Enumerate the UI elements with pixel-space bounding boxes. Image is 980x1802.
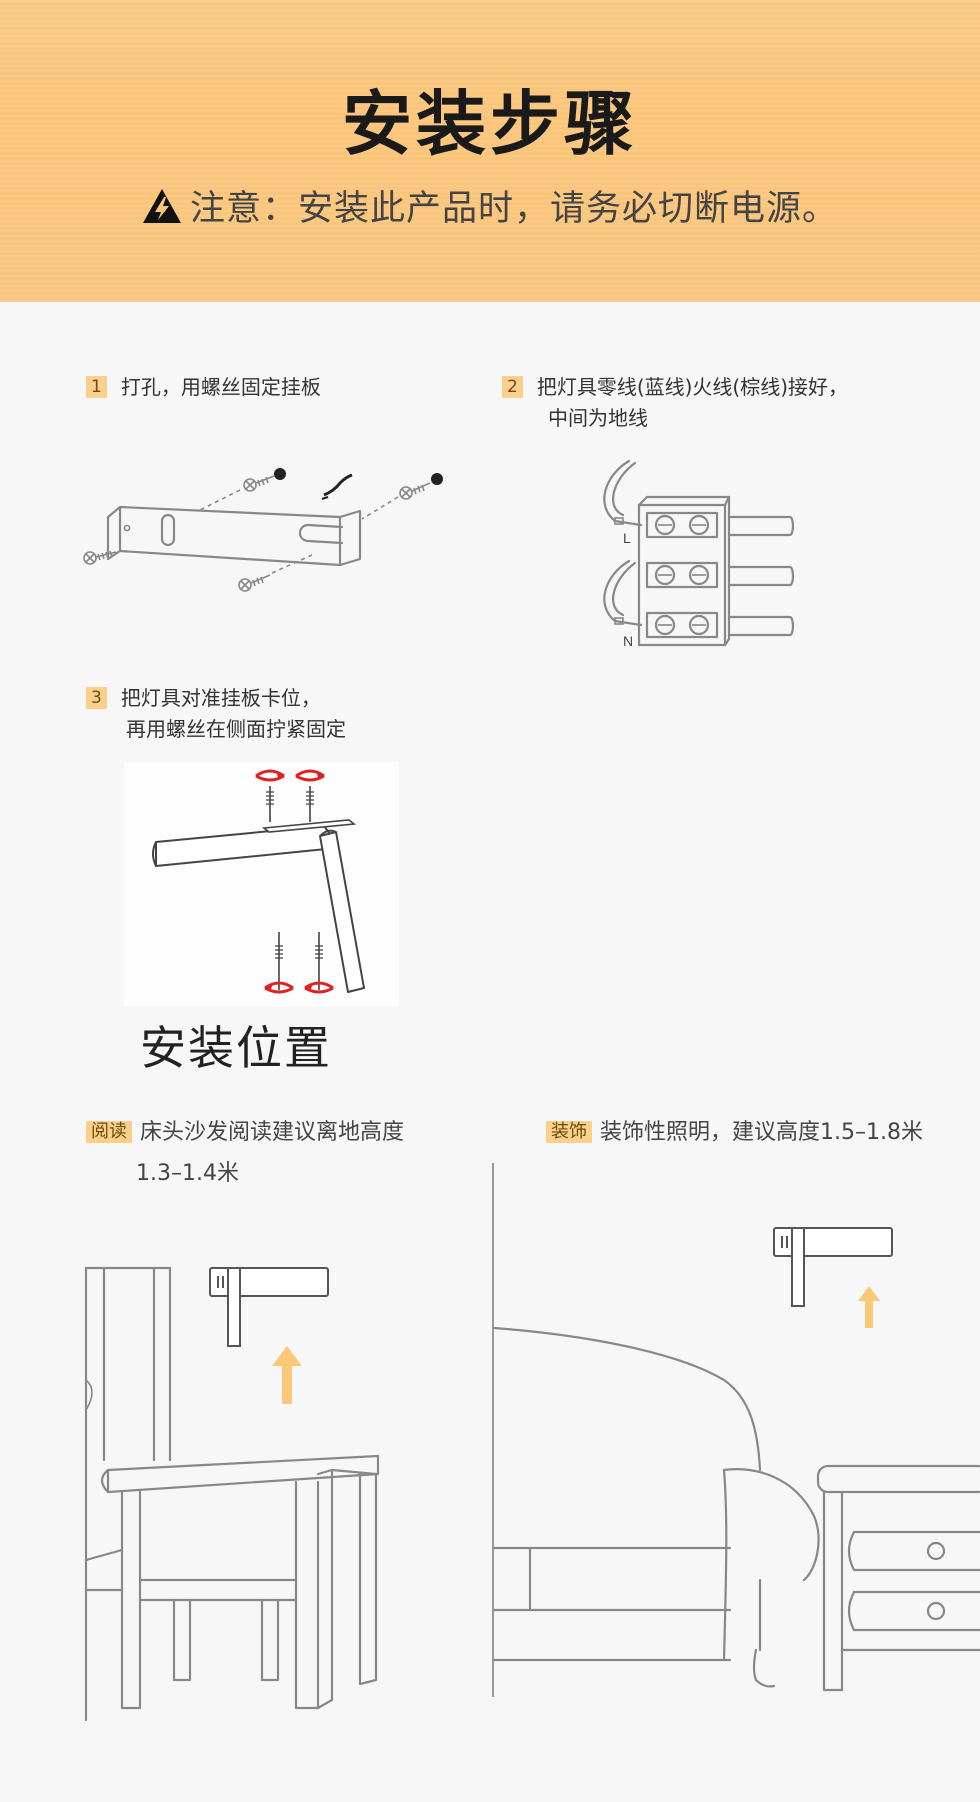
step-3-illustration	[124, 762, 399, 1007]
screw-top-right	[361, 473, 443, 520]
safety-notice-text: 注意：安装此产品时，请务必切断电源。	[189, 189, 838, 229]
safety-notice: 注意：安装此产品时，请务必切断电源。	[0, 180, 980, 233]
warning-icon	[142, 188, 182, 233]
terminal-row-2	[645, 561, 719, 589]
reading-text-line1: 床头沙发阅读建议离地高度	[140, 1120, 405, 1145]
screw-left	[83, 550, 117, 565]
decor-badge: 装饰	[546, 1121, 592, 1143]
step-3-text-line1: 把灯具对准挂板卡位，	[120, 686, 321, 710]
section-divider	[492, 1163, 494, 1697]
decor-text: 装饰性照明，建议高度1.5–1.8米	[600, 1120, 923, 1145]
header-banner: 安装步骤 注意：安装此产品时，请务必切断电源。	[0, 0, 980, 302]
screw-bottom-2	[304, 932, 334, 994]
wire	[321, 473, 353, 500]
sofa-scene	[492, 1326, 980, 1692]
decor-heading: 装饰装饰性照明，建议高度1.5–1.8米	[546, 1112, 923, 1153]
screw-bottom	[238, 554, 313, 592]
step-2-text-line1: 把灯具零线(蓝线)火线(棕线)接好，	[536, 375, 849, 399]
header-texture	[0, 0, 980, 302]
wall-lamp-reading	[209, 1267, 329, 1347]
step-3-heading: 3 把灯具对准挂板卡位， 再用螺丝在侧面拧紧固定	[86, 683, 346, 745]
up-arrow-reading	[272, 1346, 302, 1404]
live-label: L	[623, 530, 631, 546]
bedside-scene	[84, 1266, 380, 1722]
neutral-label: N	[623, 633, 633, 649]
step-2-heading: 2 把灯具零线(蓝线)火线(棕线)接好， 中间为地线	[502, 372, 848, 434]
step-2-badge: 2	[502, 376, 523, 398]
position-title: 安装位置	[140, 1021, 332, 1075]
screw-top-2	[295, 769, 325, 822]
reading-text-line2: 1.3–1.4米	[136, 1161, 239, 1186]
step-1-illustration	[83, 468, 443, 592]
reading-badge: 阅读	[86, 1121, 132, 1143]
terminal-row-3	[645, 611, 719, 639]
reading-heading: 阅读床头沙发阅读建议离地高度 1.3–1.4米	[86, 1112, 404, 1194]
page-title: 安装步骤	[342, 83, 638, 165]
step-1-text: 打孔，用螺丝固定挂板	[120, 375, 321, 399]
step-3-text-line2: 再用螺丝在侧面拧紧固定	[126, 717, 346, 741]
step-1-heading: 1 打孔，用螺丝固定挂板	[86, 372, 321, 403]
screw-top-1	[255, 769, 285, 822]
step-1-badge: 1	[86, 376, 107, 398]
wall-lamp-decor	[773, 1227, 893, 1307]
terminal-row-1	[645, 511, 719, 539]
step-2-text-line2: 中间为地线	[548, 406, 648, 430]
screw-top-left	[199, 468, 286, 511]
step-2-illustration: L N	[603, 459, 795, 649]
up-arrow-decor	[858, 1286, 880, 1328]
screw-bottom-1	[264, 932, 294, 994]
step-3-badge: 3	[86, 687, 107, 709]
